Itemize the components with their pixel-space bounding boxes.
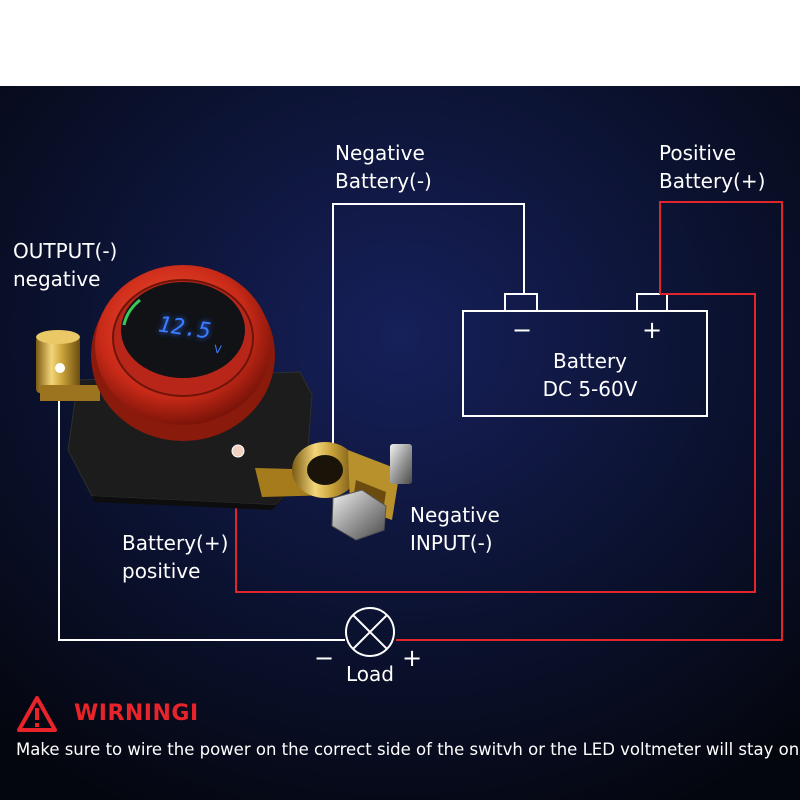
label-negative-input: Negative INPUT(-) [410, 503, 500, 555]
output-post [36, 330, 100, 401]
output-post-dot [55, 363, 65, 373]
voltmeter-display [121, 282, 245, 378]
battery-positive-terminal [636, 293, 668, 311]
wire-negative-battery [332, 203, 525, 455]
warning-title: WIRNINGI [74, 701, 199, 726]
warning-triangle-icon [17, 696, 57, 732]
load-minus-sign: − [314, 644, 335, 672]
load-lamp-icon [345, 607, 395, 657]
label-output-negative: OUTPUT(-) negative [13, 239, 118, 291]
led-indicator [231, 444, 245, 458]
load-plus-sign: + [402, 644, 423, 672]
battery-plus-sign: + [642, 316, 663, 344]
battery-switch-device [36, 265, 412, 541]
battery-box [462, 293, 708, 417]
wire-output-to-load [58, 370, 345, 641]
battery-clamp [255, 442, 400, 520]
label-load: Load [346, 662, 394, 686]
voltmeter-unit: V [213, 342, 223, 357]
label-battery-box: Battery DC 5-60V [542, 349, 638, 401]
battery-minus-sign: − [512, 316, 533, 344]
wire-positive-to-device [235, 293, 756, 593]
clamp-bolt [331, 444, 412, 541]
battery-negative-terminal [504, 293, 538, 311]
label-battery-positive: Battery(+) positive [122, 531, 229, 583]
label-positive-battery: Positive Battery(+) [659, 141, 766, 193]
warning-text: Make sure to wire the power on the corre… [16, 740, 800, 759]
wire-load-to-positive [396, 201, 783, 641]
label-negative-battery: Negative Battery(-) [335, 141, 432, 193]
